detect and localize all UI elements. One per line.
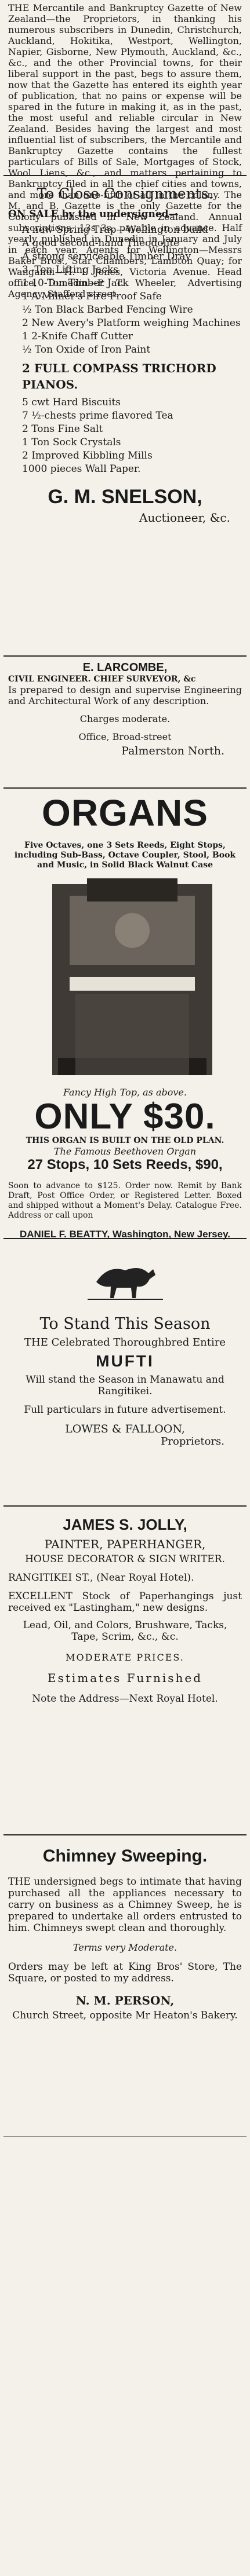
organ-terms: Soon to advance to $125. Order now. Remi… <box>8 1181 242 1220</box>
organs-sub: Five Octaves, one 3 Sets Reeds, Eight St… <box>14 841 236 870</box>
organ-caption: Fancy High Top, as above. <box>63 1087 187 1098</box>
horse-name: MUFTI <box>96 1352 154 1370</box>
auctioneer-title: Auctioneer, &c. <box>139 511 230 525</box>
engineer-name: E. LARCOMBE, <box>82 661 168 674</box>
jolly-addr: RANGITIKEI ST., (Near Royal Hotel). <box>8 1572 194 1584</box>
list-item: A new Spring Trap—Wellington build <box>22 224 208 236</box>
list-item: ½ Ton Black Barbed Fencing Wire <box>22 304 193 316</box>
mufti-info: Full particulars in future advertisement… <box>24 1404 226 1416</box>
divider <box>3 1834 247 1835</box>
list-item: 1 2-Knife Chaff Cutter <box>22 331 133 342</box>
chimney-addr: Church Street, opposite Mr Heaton's Bake… <box>12 2010 238 2021</box>
horse-icon <box>84 1247 166 1305</box>
list-item: 3 -Ton Lifting Jacks <box>22 264 118 276</box>
consign-lead: ON SALE by the undersigned— <box>8 208 179 220</box>
list-item: 1 10-Ton Timber Jack <box>22 277 129 289</box>
divider <box>3 1238 247 1239</box>
jolly-body2: Lead, Oil, and Colors, Brushware, Tacks,… <box>23 1619 227 1643</box>
organ-note: THIS ORGAN IS BUILT ON THE OLD PLAN. <box>26 1136 224 1145</box>
chimney-orders: Orders may be left at King Bros' Store, … <box>8 1961 242 1984</box>
organ-illustration <box>8 878 242 1087</box>
mufti-advert: To Stand This Season THE Celebrated Thor… <box>0 1313 250 1504</box>
list-item: 2 New Avery's Platform weighing Machines <box>22 317 241 329</box>
chimney-body: THE undersigned begs to intimate that ha… <box>8 1876 242 1934</box>
divider <box>3 1505 247 1507</box>
organ-maker: DANIEL F. BEATTY, Washington, New Jersey… <box>19 1229 231 1240</box>
engineer-town: Palmerston North. <box>121 745 224 757</box>
mufti-lead: To Stand This Season <box>39 1315 211 1333</box>
list-item: 2 Tons Fine Salt <box>22 423 103 435</box>
chimney-advert: Chimney Sweeping. THE undersigned begs t… <box>0 1841 250 2131</box>
list-item: 5 cwt Hard Biscuits <box>22 397 121 408</box>
organ-price: ONLY $30. <box>34 1097 216 1137</box>
gazette-advert: THE Mercantile and Bankruptcy Gazette of… <box>0 0 250 299</box>
list-item: 1 A Milner's Fire Proof Safe <box>22 291 162 302</box>
organs-title: ORGANS <box>42 792 208 834</box>
divider <box>3 175 247 176</box>
engineer-role: CIVIL ENGINEER. CHIEF SURVEYOR, &c <box>8 675 196 684</box>
organs-advert: ORGANS Five Octaves, one 3 Sets Reeds, E… <box>0 791 250 1240</box>
chimney-name: N. M. PERSON, <box>75 1994 175 2007</box>
mufti-owners: LOWES & FALLOON, <box>65 1423 185 1435</box>
gazette-text: THE Mercantile and Bankruptcy Gazette of… <box>8 2 242 299</box>
auctioneer-name: G. M. SNELSON, <box>48 486 202 508</box>
mufti-line1: THE Celebrated Thoroughbred Entire <box>24 1336 226 1349</box>
engineer-office: Office, Broad-street <box>78 731 172 742</box>
list-item: 2 FULL COMPASS TRICHORD PIANOS. <box>22 361 216 391</box>
list-item: A good second-hand Theodolite <box>22 237 180 249</box>
chimney-title: Chimney Sweeping. <box>42 1846 208 1866</box>
list-item: 1 Ton Sock Crystals <box>22 437 121 448</box>
jolly-trade2: HOUSE DECORATOR & SIGN WRITER. <box>25 1553 225 1565</box>
jolly-prices: MODERATE PRICES. <box>66 1652 184 1663</box>
organ-icon <box>35 878 230 1081</box>
list-item: 7 ½-chests prime flavored Tea <box>22 410 173 422</box>
organ-stops: 27 Stops, 10 Sets Reeds, $90, <box>27 1157 223 1172</box>
consign-title: To Close Consignments. <box>37 185 213 202</box>
consign-list: A new Spring Trap—Wellington build A goo… <box>8 223 242 476</box>
jolly-trade: PAINTER, PAPERHANGER, <box>44 1537 206 1551</box>
jolly-body: EXCELLENT Stock of Paperhangings just re… <box>8 1591 242 1614</box>
engineer-body: Is prepared to design and supervise Engi… <box>8 684 242 706</box>
list-item: ½ Ton Oxide of Iron Paint <box>22 344 151 356</box>
list-item: 2 Improved Kibbling Mills <box>22 450 153 461</box>
larcombe-advert: E. LARCOMBE, CIVIL ENGINEER. CHIEF SURVE… <box>0 659 250 786</box>
list-item: 1000 pieces Wall Paper. <box>22 463 141 475</box>
divider <box>3 787 247 789</box>
jolly-estimates: Estimates Furnished <box>47 1671 203 1685</box>
divider <box>3 655 247 657</box>
horse-illustration-block <box>0 1241 250 1311</box>
mufti-role: Proprietors. <box>161 1435 224 1448</box>
list-item: A strong serviceable Timber Dray <box>22 251 191 262</box>
engineer-charges: Charges moderate. <box>79 713 171 724</box>
jolly-advert: JAMES S. JOLLY, PAINTER, PAPERHANGER, HO… <box>0 1509 250 1833</box>
consignments-advert: To Close Consignments. ON SALE by the un… <box>0 179 250 654</box>
jolly-note: Note the Address—Next Royal Hotel. <box>32 1693 218 1705</box>
organ-famous: The Famous Beethoven Organ <box>53 1146 197 1157</box>
mufti-line2: Will stand the Season in Manawatu and Ra… <box>26 1374 224 1397</box>
jolly-name: JAMES S. JOLLY, <box>63 1516 187 1533</box>
chimney-terms: Terms very Moderate. <box>73 1942 177 1953</box>
